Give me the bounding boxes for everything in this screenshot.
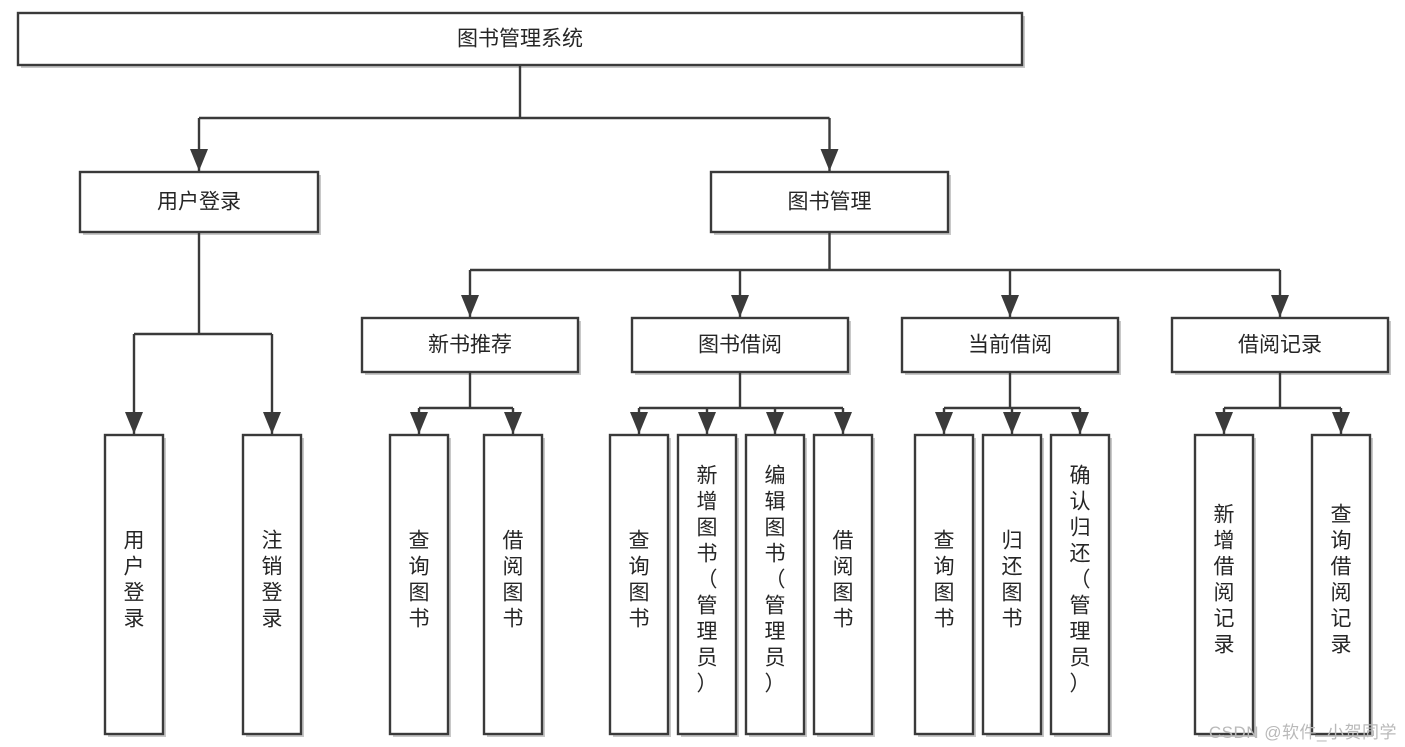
node-leaf-rec-query-record[interactable]: 查询借阅记录 <box>1310 433 1372 736</box>
node-borrow-record[interactable]: 借阅记录 <box>1170 316 1390 374</box>
node-book-borrow[interactable]: 图书借阅 <box>630 316 850 374</box>
node-label: 新书推荐 <box>428 334 512 357</box>
edge-group-book-manage <box>461 232 1289 317</box>
node-box <box>1049 433 1111 736</box>
arrow-head <box>1332 412 1350 434</box>
node-leaf-borrow-query-book[interactable]: 查询图书 <box>608 433 670 736</box>
node-label: 确认归还（管理员） <box>1070 465 1091 696</box>
node-label: 借阅图书 <box>833 530 854 631</box>
node-box <box>709 170 950 234</box>
node-label: 用户登录 <box>124 530 145 631</box>
node-leaf-borrow-add-book[interactable]: 新增图书（管理员） <box>676 433 738 736</box>
node-label: 图书管理 <box>788 191 872 214</box>
arrow-head <box>1071 412 1089 434</box>
node-box <box>744 433 806 736</box>
node-leaf-cur-query-book[interactable]: 查询图书 <box>913 433 975 736</box>
node-leaf-cur-confirm-return[interactable]: 确认归还（管理员） <box>1049 433 1111 736</box>
node-label: 借阅图书 <box>503 530 524 631</box>
node-box <box>1170 316 1390 374</box>
node-leaf-user-logout[interactable]: 注销登录 <box>241 433 303 736</box>
arrow-head <box>1003 412 1021 434</box>
node-box <box>812 433 874 736</box>
node-label: 查询图书 <box>934 530 955 631</box>
node-box <box>103 433 165 736</box>
node-box <box>360 316 580 374</box>
arrow-head <box>820 149 839 171</box>
arrow-head <box>1215 412 1233 434</box>
node-leaf-rec-add-record[interactable]: 新增借阅记录 <box>1193 433 1255 736</box>
edge-group-current-borrow <box>935 372 1089 434</box>
node-box <box>913 433 975 736</box>
node-label: 图书管理系统 <box>457 28 583 51</box>
edge-group-root <box>190 65 839 171</box>
node-root[interactable]: 图书管理系统 <box>16 11 1024 67</box>
arrow-head <box>504 412 522 434</box>
node-current-borrow[interactable]: 当前借阅 <box>900 316 1120 374</box>
node-box <box>16 11 1024 67</box>
node-box <box>676 433 738 736</box>
arrow-head <box>410 412 428 434</box>
edge-group-borrow-record <box>1215 372 1350 434</box>
arrow-head <box>698 412 716 434</box>
arrow-head <box>834 412 852 434</box>
node-label: 新增借阅记录 <box>1214 504 1235 657</box>
node-label: 当前借阅 <box>968 334 1052 357</box>
node-box <box>482 433 544 736</box>
node-label: 图书借阅 <box>698 334 782 357</box>
node-leaf-cur-return-book[interactable]: 归还图书 <box>981 433 1043 736</box>
arrow-head <box>935 412 953 434</box>
node-leaf-rec-query-book[interactable]: 查询图书 <box>388 433 450 736</box>
node-box <box>608 433 670 736</box>
csdn-watermark: CSDN @软件_小贺同学 <box>1208 723 1397 742</box>
arrow-head <box>125 412 143 434</box>
node-leaf-user-login[interactable]: 用户登录 <box>103 433 165 736</box>
node-leaf-rec-borrow-book[interactable]: 借阅图书 <box>482 433 544 736</box>
node-leaf-borrow-lend-book[interactable]: 借阅图书 <box>812 433 874 736</box>
edge-group-book-borrow <box>630 372 852 434</box>
edge-group-new-book-rec <box>410 372 522 434</box>
arrow-head <box>263 412 281 434</box>
node-label: 注销登录 <box>262 530 283 631</box>
node-box <box>981 433 1043 736</box>
node-label: 编辑图书（管理员） <box>765 465 786 696</box>
node-label: 归还图书 <box>1002 530 1023 631</box>
arrow-head <box>1001 295 1019 317</box>
node-label: 查询借阅记录 <box>1331 504 1352 657</box>
node-box <box>900 316 1120 374</box>
arrow-head <box>731 295 749 317</box>
node-leaf-borrow-edit-book[interactable]: 编辑图书（管理员） <box>744 433 806 736</box>
node-box <box>1193 433 1255 736</box>
node-label: 查询图书 <box>629 530 650 631</box>
arrow-head <box>630 412 648 434</box>
edge-group-user-login <box>125 232 281 434</box>
arrow-head <box>461 295 479 317</box>
node-label: 新增图书（管理员） <box>697 465 718 696</box>
node-new-book-rec[interactable]: 新书推荐 <box>360 316 580 374</box>
node-user-login[interactable]: 用户登录 <box>78 170 320 234</box>
node-label: 用户登录 <box>157 191 241 214</box>
node-box <box>630 316 850 374</box>
arrow-head <box>190 149 208 171</box>
node-layer: 图书管理系统用户登录图书管理新书推荐图书借阅当前借阅借阅记录用户登录注销登录查询… <box>16 11 1390 736</box>
node-label: 查询图书 <box>409 530 430 631</box>
node-box <box>1310 433 1372 736</box>
node-book-manage[interactable]: 图书管理 <box>709 170 950 234</box>
node-label: 借阅记录 <box>1238 334 1322 357</box>
arrow-head <box>766 412 784 434</box>
arrow-head <box>1271 295 1289 317</box>
node-box <box>78 170 320 234</box>
node-box <box>241 433 303 736</box>
node-box <box>388 433 450 736</box>
